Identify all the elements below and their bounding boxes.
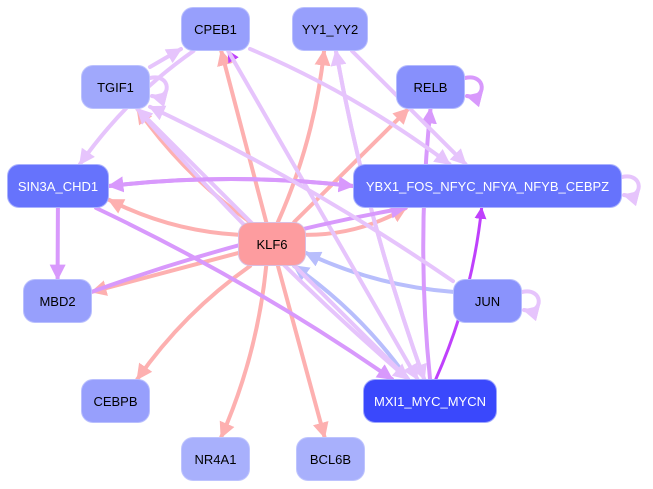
- node-tgif1[interactable]: TGIF1: [81, 65, 150, 109]
- node-label: SIN3A_CHD1: [17, 178, 99, 194]
- edge-mxi1-to-relb: [421, 107, 437, 381]
- node-label: NR4A1: [194, 451, 237, 467]
- node-label: BCL6B: [309, 451, 352, 467]
- node-label: RELB: [413, 79, 448, 95]
- edge-relb-to-relb: [463, 75, 484, 108]
- edge-klf6-to-yy1_yy2: [275, 49, 331, 224]
- node-relb[interactable]: RELB: [396, 65, 465, 109]
- edge-cpeb1-to-ybx1: [248, 46, 452, 166]
- edge-klf6-to-relb: [292, 107, 411, 224]
- edge-jun-to-klf6: [304, 250, 455, 294]
- node-mxi1-myc-mycn[interactable]: MXI1_MYC_MYCN: [363, 379, 497, 423]
- node-nr4a1[interactable]: NR4A1: [181, 437, 250, 481]
- node-label: TGIF1: [97, 79, 134, 95]
- edge-klf6-to-bcl6b: [275, 264, 329, 439]
- edge-klf6-to-cebpb: [135, 264, 253, 381]
- node-label: CPEB1: [194, 21, 237, 37]
- edge-cpeb1-to-mxi1: [226, 49, 420, 381]
- node-label: YBX1_FOS_NFYC_NFYA_NFYB_CEBPZ: [365, 178, 610, 194]
- node-yy1-yy2[interactable]: YY1_YY2: [292, 7, 368, 51]
- node-label: JUN: [474, 293, 501, 309]
- node-bcl6b[interactable]: BCL6B: [296, 437, 365, 481]
- edge-sin3a_chd1-to-mxi1: [94, 206, 394, 381]
- node-label: MBD2: [39, 293, 76, 309]
- node-klf6[interactable]: KLF6: [238, 222, 306, 266]
- edge-ybx1-to-ybx1: [620, 174, 641, 207]
- edge-klf6-to-sin3a_chd1: [107, 197, 240, 237]
- node-label: KLF6: [256, 236, 288, 252]
- node-mbd2[interactable]: MBD2: [23, 279, 92, 323]
- node-jun[interactable]: JUN: [453, 279, 522, 323]
- node-label: MXI1_MYC_MYCN: [374, 393, 486, 409]
- node-label: YY1_YY2: [301, 21, 359, 37]
- edge-tgif1-to-cpeb1: [148, 47, 183, 69]
- node-label: CEBPB: [93, 393, 138, 409]
- edge-tgif1-to-tgif1: [148, 75, 169, 108]
- edge-klf6-to-nr4a1: [219, 264, 269, 439]
- node-ybx1-fos-nfyc-nfya-nfyb-cebpz[interactable]: YBX1_FOS_NFYC_NFYA_NFYB_CEBPZ: [353, 164, 622, 208]
- node-cebpb[interactable]: CEBPB: [81, 379, 150, 423]
- edge-klf6-to-cpeb1: [217, 49, 269, 224]
- node-cpeb1[interactable]: CPEB1: [181, 7, 250, 51]
- edges-layer: [49, 46, 641, 439]
- edge-ybx1-to-sin3a_chd1: [107, 176, 355, 193]
- edge-jun-to-tgif1: [148, 104, 455, 284]
- edge-jun-to-jun: [520, 289, 541, 322]
- node-sin3a-chd1[interactable]: SIN3A_CHD1: [7, 164, 109, 208]
